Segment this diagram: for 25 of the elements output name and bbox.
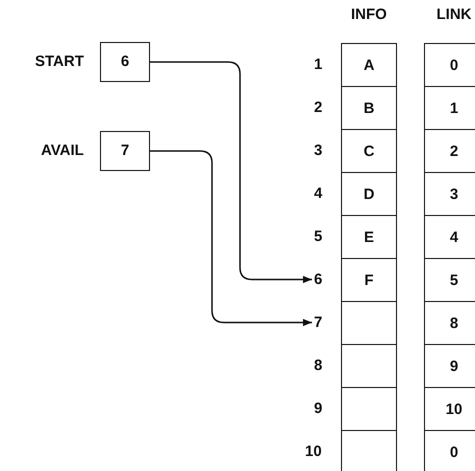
variable-name: START xyxy=(35,53,84,71)
variable-name: AVAIL xyxy=(41,142,84,160)
info-cell: E xyxy=(341,215,397,259)
arrow xyxy=(150,61,312,284)
row-index: 8 xyxy=(314,356,322,374)
row-index: 5 xyxy=(314,228,322,246)
row-index: 2 xyxy=(314,98,322,116)
info-cell: D xyxy=(341,172,397,216)
arrow xyxy=(150,150,312,326)
link-cell: 0 xyxy=(424,43,475,87)
row-index: 10 xyxy=(305,442,322,460)
info-cell: A xyxy=(341,43,397,87)
column-header: INFO xyxy=(351,6,387,24)
row-index: 3 xyxy=(314,142,322,160)
info-cell: C xyxy=(341,129,397,173)
pointer-box: 6 xyxy=(100,42,150,82)
column-header: LINK xyxy=(436,6,472,24)
row-index: 9 xyxy=(314,400,322,418)
info-cell: F xyxy=(341,258,397,302)
info-cell: B xyxy=(341,86,397,130)
row-index: 4 xyxy=(314,184,322,202)
pointer-box: 7 xyxy=(100,131,150,171)
row-index: 7 xyxy=(314,314,322,332)
row-index: 1 xyxy=(314,56,322,74)
row-index: 6 xyxy=(314,270,322,288)
